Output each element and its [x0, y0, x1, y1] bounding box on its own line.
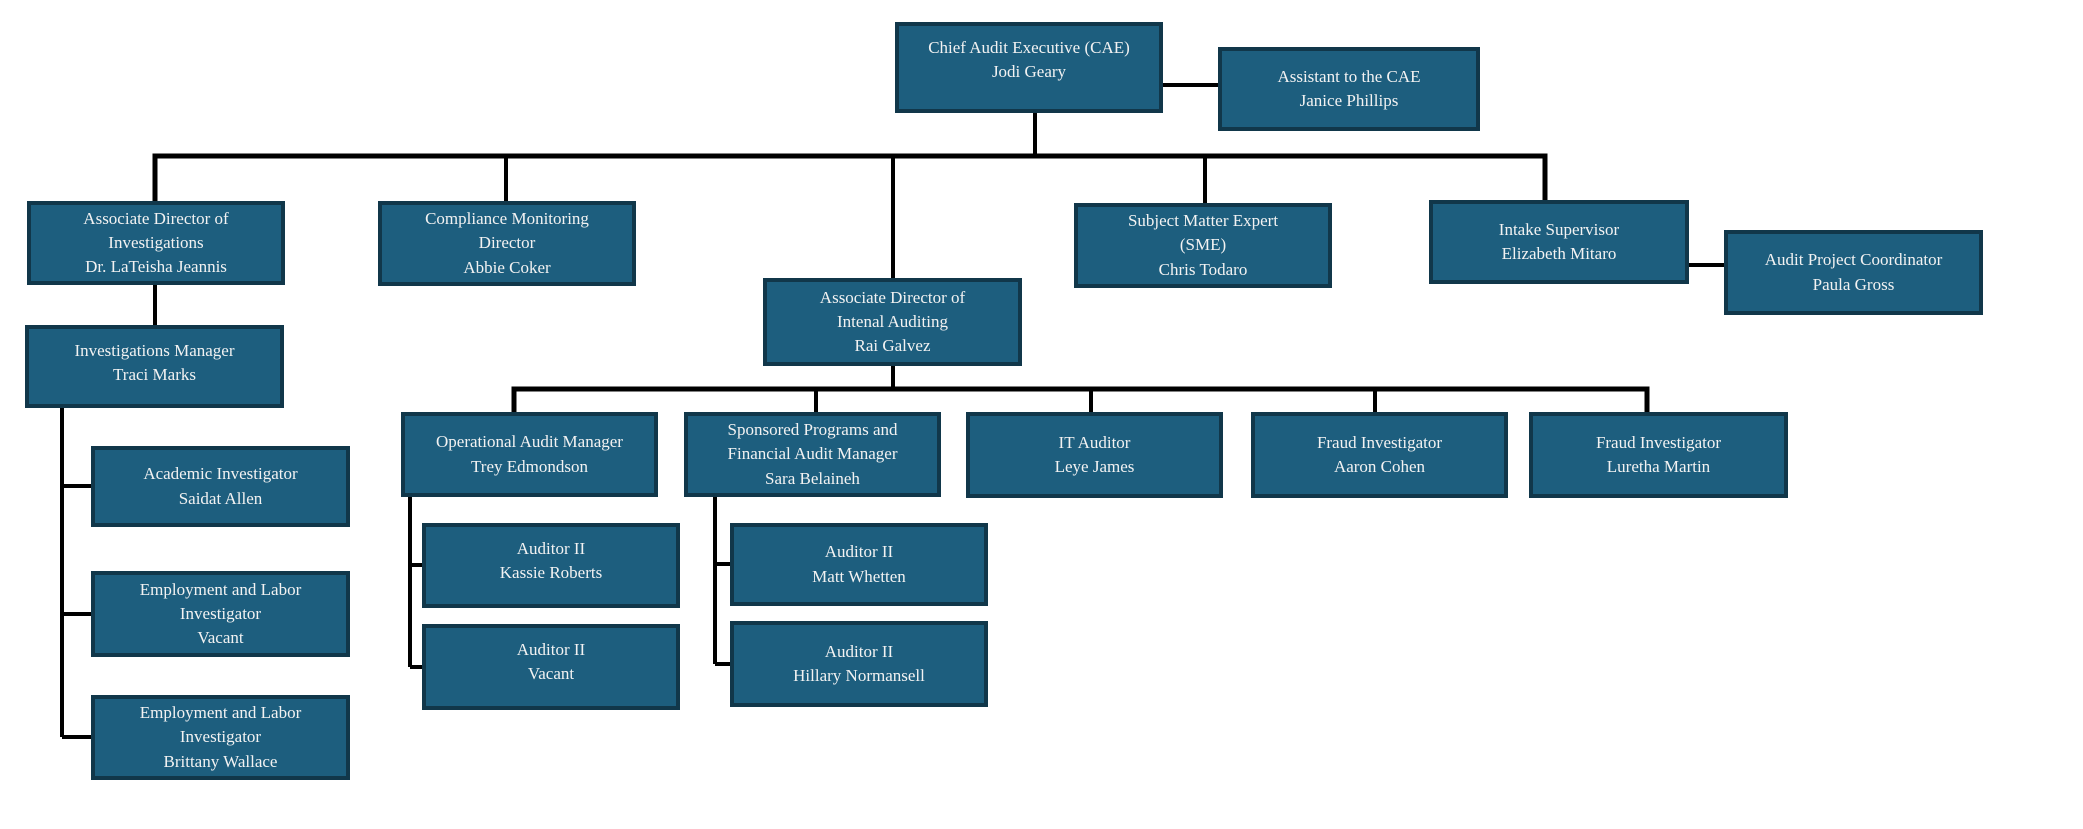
node-title-line: IT Auditor [1058, 432, 1131, 452]
node-person: Traci Marks [113, 365, 196, 385]
node-title-line: (SME) [1179, 235, 1227, 255]
node-title-line: Employment and Labor [139, 703, 302, 723]
node-title-line: Associate Director of [819, 287, 966, 307]
org-node-associate-director-investigations: Associate Director of Investigations Dr.… [27, 201, 285, 285]
node-title-line: Sponsored Programs and [727, 420, 898, 440]
node-person: Kassie Roberts [499, 563, 603, 583]
node-title-line: Investigations Manager [74, 341, 235, 360]
node-person: Paula Gross [1812, 274, 1895, 294]
node-title-line: Compliance Monitoring [425, 209, 589, 229]
node-title-line: Subject Matter Expert [1127, 211, 1279, 231]
node-title-line: Auditor II [516, 539, 586, 558]
node-title-line: Auditor II [824, 542, 894, 562]
node-title-line: Investigations [108, 232, 204, 252]
node-person: Matt Whetten [812, 566, 906, 586]
node-person: Chris Todaro [1158, 259, 1248, 279]
org-node-associate-director-internal-auditing: Associate Director of Intenal Auditing R… [763, 278, 1022, 366]
node-person: Abbie Coker [463, 257, 551, 277]
node-title-line: Associate Director of [83, 208, 229, 228]
node-person: Janice Phillips [1299, 91, 1399, 110]
org-node-subject-matter-expert: Subject Matter Expert (SME) Chris Todaro [1074, 203, 1332, 288]
node-title-line: Audit Project Coordinator [1764, 250, 1943, 270]
org-node-audit-project-coordinator: Audit Project Coordinator Paula Gross [1724, 230, 1983, 315]
node-title-line: Auditor II [824, 641, 894, 661]
org-node-employment-labor-investigator-wallace: Employment and Labor Investigator Britta… [91, 695, 350, 780]
node-person: Elizabeth Mitaro [1501, 244, 1617, 263]
org-node-fraud-investigator-cohen: Fraud Investigator Aaron Cohen [1251, 412, 1508, 498]
node-person: Rai Galvez [854, 336, 931, 356]
org-node-academic-investigator: Academic Investigator Saidat Allen [91, 446, 350, 527]
node-person: Brittany Wallace [163, 751, 278, 771]
node-title-line: Academic Investigator [143, 464, 298, 484]
org-node-investigations-manager: Investigations Manager Traci Marks [25, 325, 284, 408]
org-node-auditor-ii-normansell: Auditor II Hillary Normansell [730, 621, 988, 707]
org-node-fraud-investigator-martin: Fraud Investigator Luretha Martin [1529, 412, 1788, 498]
org-node-compliance-monitoring-director: Compliance Monitoring Director Abbie Cok… [378, 201, 636, 286]
org-node-sponsored-programs-financial-audit-manager: Sponsored Programs and Financial Audit M… [684, 412, 941, 497]
node-person: Luretha Martin [1606, 457, 1711, 476]
node-title-line: Financial Audit Manager [727, 444, 898, 464]
org-node-auditor-ii-roberts: Auditor II Kassie Roberts [422, 523, 680, 608]
node-person: Dr. LaTeisha Jeannis [85, 257, 227, 277]
node-title-line: Assistant to the CAE [1277, 66, 1421, 86]
node-person: Aaron Cohen [1333, 457, 1426, 476]
node-title-line: Director [478, 233, 536, 253]
node-title-line: Fraud Investigator [1595, 432, 1722, 452]
node-person: Vacant [197, 628, 244, 648]
node-title-line: Investigator [179, 727, 262, 747]
node-title-line: Investigator [179, 603, 262, 623]
org-node-intake-supervisor: Intake Supervisor Elizabeth Mitaro [1429, 200, 1689, 284]
node-person: Trey Edmondson [471, 456, 588, 476]
node-person: Vacant [527, 664, 575, 684]
node-person: Jodi Geary [991, 62, 1067, 82]
node-title-line: Chief Audit Executive (CAE) [928, 38, 1130, 57]
org-node-auditor-ii-whetten: Auditor II Matt Whetten [730, 523, 988, 606]
node-title-line: Operational Audit Manager [436, 432, 623, 452]
org-node-chief-audit-executive: Chief Audit Executive (CAE) Jodi Geary [895, 22, 1163, 113]
node-person: Saidat Allen [178, 488, 263, 508]
node-title-line: Intake Supervisor [1498, 219, 1620, 239]
org-node-operational-audit-manager: Operational Audit Manager Trey Edmondson [401, 412, 658, 497]
node-title-line: Fraud Investigator [1316, 432, 1443, 452]
org-node-assistant-to-cae: Assistant to the CAE Janice Phillips [1218, 47, 1480, 131]
org-node-employment-labor-investigator-vacant: Employment and Labor Investigator Vacant [91, 571, 350, 657]
org-node-auditor-ii-vacant: Auditor II Vacant [422, 624, 680, 710]
node-person: Sara Belaineh [765, 468, 860, 488]
node-title-line: Intenal Auditing [837, 311, 948, 331]
node-title-line: Employment and Labor [139, 579, 302, 599]
org-node-it-auditor: IT Auditor Leye James [966, 412, 1223, 498]
node-title-line: Auditor II [516, 640, 586, 659]
node-person: Hillary Normansell [793, 666, 925, 685]
node-person: Leye James [1054, 457, 1135, 476]
